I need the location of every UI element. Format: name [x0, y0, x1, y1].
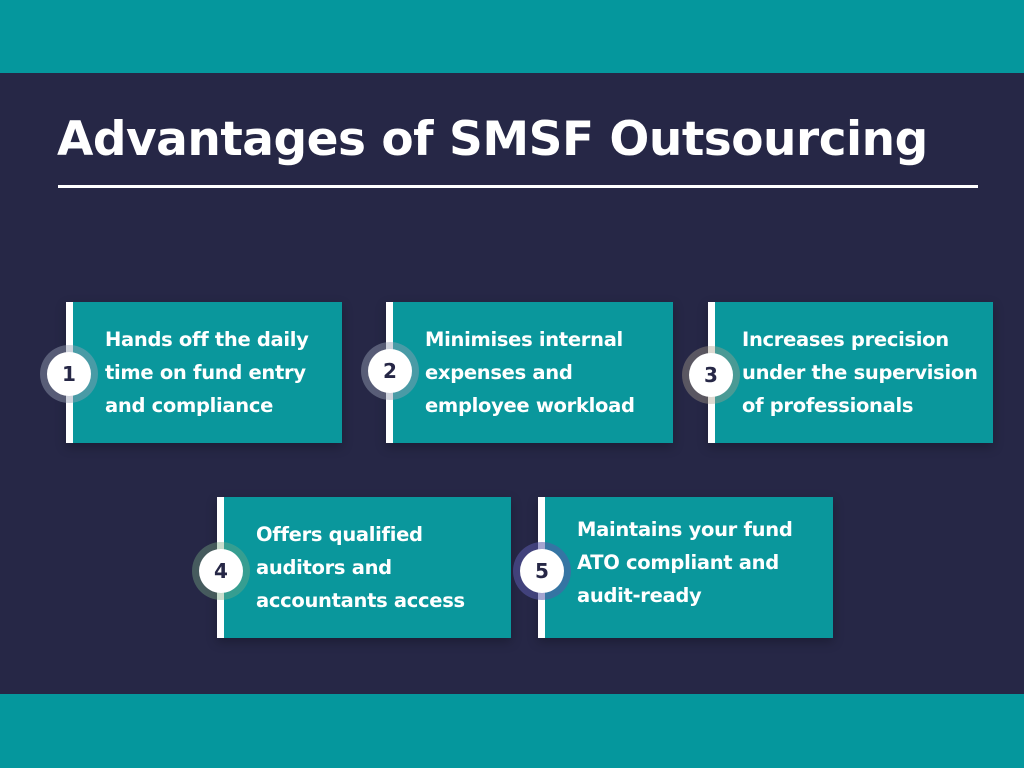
- top-band: [0, 0, 1024, 73]
- advantage-text: Maintains your fund ATO compliant and au…: [577, 518, 793, 607]
- bottom-band: [0, 694, 1024, 768]
- page-title: Advantages of SMSF Outsourcing: [57, 112, 928, 167]
- advantage-card-3: Increases precision under the supervisio…: [708, 302, 993, 443]
- advantage-text: Increases precision under the supervisio…: [742, 328, 978, 417]
- badge-number: 1: [47, 352, 91, 396]
- number-badge-3: 3: [682, 346, 740, 404]
- advantage-card-1: Hands off the daily time on fund entry a…: [66, 302, 342, 443]
- number-badge-2: 2: [361, 342, 419, 400]
- advantage-card-2: Minimises internal expenses and employee…: [386, 302, 673, 443]
- advantage-text: Hands off the daily time on fund entry a…: [105, 328, 309, 417]
- badge-number: 3: [689, 353, 733, 397]
- advantage-text: Minimises internal expenses and employee…: [425, 328, 635, 417]
- number-badge-1: 1: [40, 345, 98, 403]
- number-badge-5: 5: [513, 542, 571, 600]
- badge-number: 5: [520, 549, 564, 593]
- advantage-text: Offers qualified auditors and accountant…: [256, 523, 465, 612]
- badge-number: 2: [368, 349, 412, 393]
- badge-number: 4: [199, 549, 243, 593]
- advantage-card-5: Maintains your fund ATO compliant and au…: [538, 497, 833, 638]
- number-badge-4: 4: [192, 542, 250, 600]
- title-underline: [58, 185, 978, 188]
- advantage-card-4: Offers qualified auditors and accountant…: [217, 497, 511, 638]
